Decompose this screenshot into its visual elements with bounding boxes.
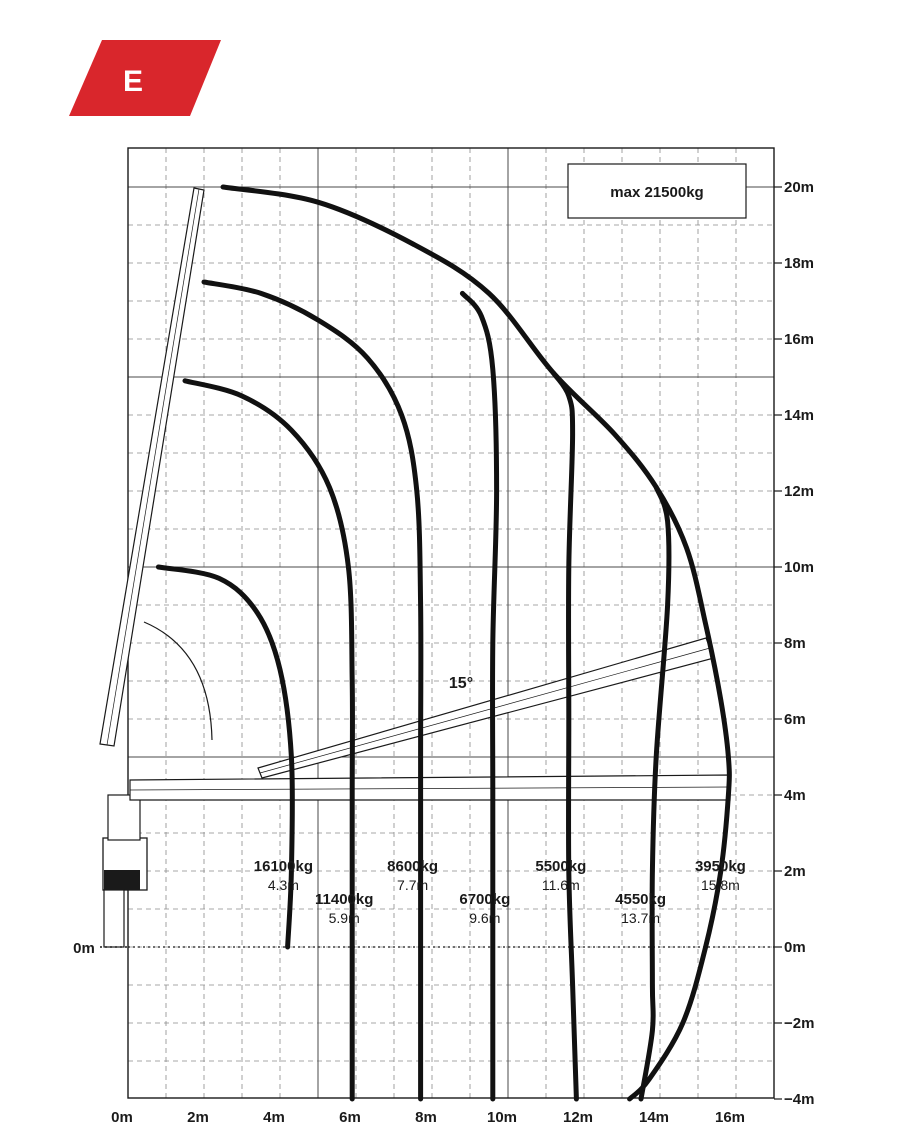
major-grid xyxy=(128,148,774,1098)
max-load-label: max 21500kg xyxy=(610,184,703,201)
load-curve-16100kg xyxy=(155,564,295,950)
crane-pillar xyxy=(103,889,125,948)
max-load-frame xyxy=(567,163,747,219)
load-curve-4550kg xyxy=(638,484,672,1102)
curve-load-label: 11400kg xyxy=(315,891,373,908)
curve-reach-label: 9.6m xyxy=(469,910,500,926)
inclined-boom-inner xyxy=(259,647,711,774)
curve-reach-label: 15.8m xyxy=(701,877,740,893)
vertical-boom-inner xyxy=(106,188,200,746)
y-tick-label: 8m xyxy=(784,635,806,652)
curve-labels: 16100kg 4.3m 11400kg 5.9m 8600kg 7.7m 6700kg 9.… xyxy=(254,858,746,926)
load-curve-6700kg xyxy=(459,290,500,1102)
crane-base-block xyxy=(104,870,140,890)
x-tick-label: 6m xyxy=(339,1109,361,1126)
curve-reach-label: 13.7m xyxy=(621,910,660,926)
y-tick-label: 16m xyxy=(784,331,814,348)
vertical-boom xyxy=(99,187,205,747)
plot-frame xyxy=(127,147,775,1099)
x-axis-ticks: 0m 2m 4m 6m 8m 10m 12m 14m 16m xyxy=(111,1109,745,1126)
crane-illustration xyxy=(99,187,731,948)
y-tick-label: −4m xyxy=(784,1091,814,1108)
y-tick-label: −2m xyxy=(784,1015,814,1032)
y-tick-label: 10m xyxy=(784,559,814,576)
x-tick-label: 4m xyxy=(263,1109,285,1126)
y-axis-ticks: 20m 18m 16m 14m 12m 10m 8m 6m 4m 2m 0m −2m −4m xyxy=(774,179,814,1108)
load-curve-3950kg xyxy=(220,184,732,1102)
y-tick-label: 0m xyxy=(784,939,806,956)
curve-load-label: 8600kg xyxy=(387,858,438,875)
header-badge: E xyxy=(69,40,221,116)
curve-load-label: 16100kg xyxy=(254,858,313,875)
x-tick-label: 0m xyxy=(111,1109,133,1126)
y-tick-label: 20m xyxy=(784,179,814,196)
load-curve-11400kg xyxy=(182,378,355,1102)
max-load-box: max 21500kg xyxy=(567,163,747,219)
horizontal-boom-inner xyxy=(129,786,731,791)
load-curve-8600kg xyxy=(201,279,424,1102)
badge-shape xyxy=(69,40,221,116)
curve-reach-label: 11.6m xyxy=(542,877,580,893)
left-origin-label: 0m xyxy=(73,940,95,957)
y-tick-label: 14m xyxy=(784,407,814,424)
minor-grid xyxy=(128,148,774,1098)
load-curve-5500kg xyxy=(551,370,579,1102)
boom-angle-label: 15° xyxy=(449,675,473,692)
x-tick-label: 2m xyxy=(187,1109,209,1126)
badge-label: E xyxy=(123,65,143,98)
curve-load-label: 4550kg xyxy=(615,891,666,908)
y-tick-label: 2m xyxy=(784,863,806,880)
y-tick-label: 12m xyxy=(784,483,814,500)
curve-load-label: 5500kg xyxy=(535,858,586,875)
curve-load-label: 3950kg xyxy=(695,858,746,875)
x-tick-label: 16m xyxy=(715,1109,745,1126)
y-tick-label: 6m xyxy=(784,711,806,728)
curve-reach-label: 7.7m xyxy=(397,877,428,893)
crane-column xyxy=(107,794,141,841)
load-curves xyxy=(155,184,732,1102)
y-tick-label: 18m xyxy=(784,255,814,272)
x-tick-label: 8m xyxy=(415,1109,437,1126)
curve-reach-label: 5.9m xyxy=(329,910,360,926)
y-tick-label: 4m xyxy=(784,787,806,804)
x-tick-label: 14m xyxy=(639,1109,669,1126)
x-tick-label: 12m xyxy=(563,1109,593,1126)
slew-arc xyxy=(143,621,213,741)
curve-load-label: 6700kg xyxy=(459,891,510,908)
curve-reach-label: 4.3m xyxy=(268,877,299,893)
x-tick-label: 10m xyxy=(487,1109,517,1126)
